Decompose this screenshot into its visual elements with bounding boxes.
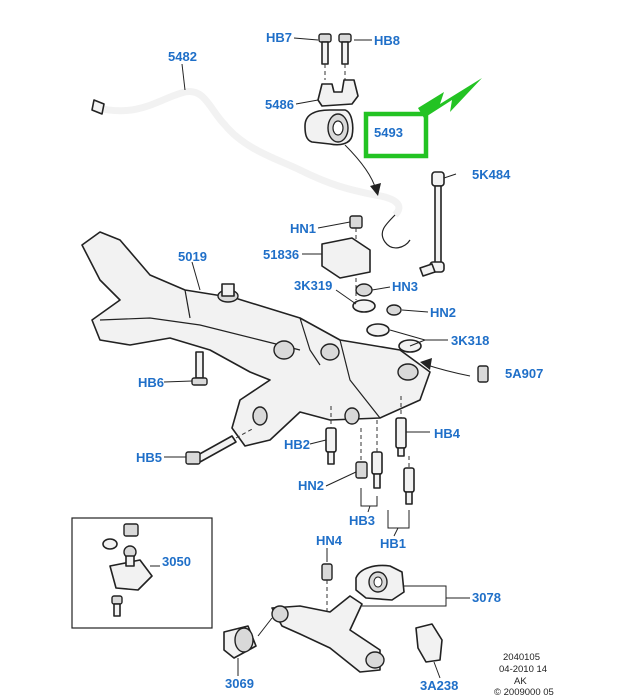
label-hb3: HB3 <box>349 513 375 528</box>
reference-line-1: 2040105 <box>503 652 540 663</box>
reference-line-2: 04-2010 14 <box>499 664 547 675</box>
label-5a907: 5A907 <box>505 366 543 381</box>
bush-5493 <box>304 109 354 146</box>
reference-line-4: © 2009000 05 <box>494 687 554 695</box>
label-5k484: 5K484 <box>472 167 511 182</box>
label-3069: 3069 <box>225 676 254 691</box>
leader-lines <box>150 37 470 679</box>
nut-hn3 <box>355 283 373 297</box>
bolt-hb5 <box>185 427 255 465</box>
hb1-bracket <box>387 510 410 529</box>
hb3-bracket <box>360 488 378 507</box>
reference-line-3: AK <box>514 676 527 687</box>
label-hn2-top: HN2 <box>430 305 456 320</box>
part-5a907 <box>420 358 489 383</box>
label-hb6: HB6 <box>138 375 164 390</box>
label-5482: 5482 <box>168 49 197 64</box>
subframe-5019 <box>81 231 431 447</box>
bush-3069 <box>223 617 273 659</box>
nut-hn4 <box>321 563 333 612</box>
bolt-hb3 <box>371 420 383 489</box>
label-hb4: HB4 <box>434 426 461 441</box>
label-51836: 51836 <box>263 247 299 262</box>
assembly-arrow-head <box>370 183 381 196</box>
label-hb8: HB8 <box>374 33 400 48</box>
lower-arm <box>271 595 385 673</box>
label-hb7: HB7 <box>266 30 292 45</box>
anti-roll-bar <box>91 88 411 249</box>
nut-hn2-top <box>386 304 402 316</box>
bracket-5486 <box>317 79 359 107</box>
label-3050: 3050 <box>162 554 191 569</box>
label-hn2-low: HN2 <box>298 478 324 493</box>
bolt-hb7 <box>318 33 332 80</box>
callout-labels: HB7 HB8 5482 5486 5493 5K484 HN1 51836 5… <box>136 30 543 693</box>
label-hn1: HN1 <box>290 221 316 236</box>
bolt-hb4 <box>395 396 407 457</box>
label-hb5: HB5 <box>136 450 162 465</box>
reference-block: 2040105 04-2010 14 AK © 2009000 05 <box>494 652 554 695</box>
bush-3078 <box>355 564 405 601</box>
bracket-3a238 <box>415 623 443 663</box>
label-3k318: 3K318 <box>451 333 489 348</box>
label-3078: 3078 <box>472 590 501 605</box>
assembly-arrow <box>344 144 377 191</box>
label-hb2: HB2 <box>284 437 310 452</box>
label-3k319: 3K319 <box>294 278 332 293</box>
label-hb1: HB1 <box>380 536 406 551</box>
label-hn3: HN3 <box>392 279 418 294</box>
bracket-51836 <box>321 237 371 279</box>
label-3a238: 3A238 <box>420 678 458 693</box>
stabilizer-link <box>419 171 445 277</box>
highlight-marker <box>363 78 482 159</box>
ball-joint-inset <box>71 517 213 629</box>
label-5493: 5493 <box>374 125 403 140</box>
washer-3k318-a <box>366 323 390 337</box>
label-hn4: HN4 <box>316 533 343 548</box>
washer-3k319 <box>352 299 376 313</box>
bolt-hb1 <box>403 456 415 505</box>
nut-hn2-low <box>355 428 368 479</box>
label-5486: 5486 <box>265 97 294 112</box>
bolt-hb6 <box>191 351 208 386</box>
label-5019: 5019 <box>178 249 207 264</box>
bolt-hb8 <box>338 33 352 80</box>
